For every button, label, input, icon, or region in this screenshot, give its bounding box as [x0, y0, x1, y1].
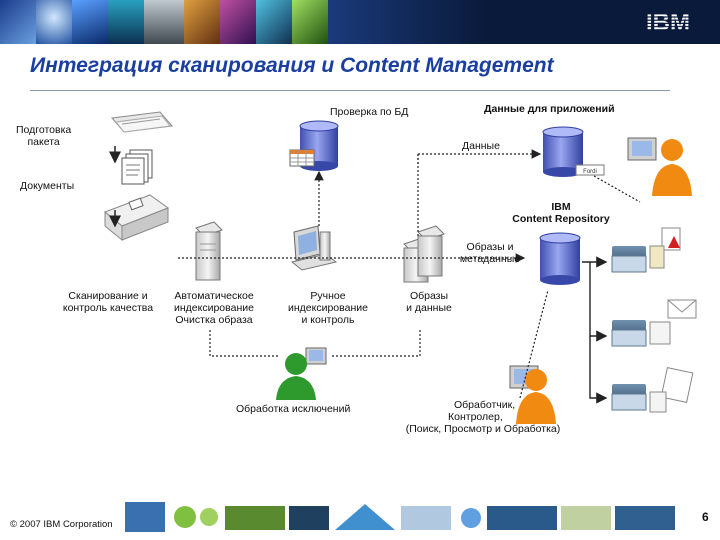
documents-pile-icon: [111, 111, 173, 133]
label-documents: Документы: [20, 180, 75, 192]
ibm-logo: IBM: [646, 9, 690, 34]
label-line: Контролер,: [448, 411, 503, 423]
label-images-metadata: Образы и метаданные: [452, 241, 528, 265]
top-banner: IBM: [0, 0, 720, 44]
page-title: Интеграция сканирования и Content Manage…: [30, 54, 554, 77]
table-grid-icon: [289, 149, 315, 167]
label-line: Образы и: [466, 241, 514, 253]
app-data-database-icon: [542, 126, 605, 177]
label-line: Подготовка: [16, 124, 72, 136]
label-line: Ручное: [310, 290, 346, 302]
label-line: Сканирование и: [68, 290, 148, 302]
label-line: Очистка образа: [175, 314, 253, 326]
label-app-data: Данные для приложений: [484, 103, 615, 115]
connector-appdb-to-user: [593, 175, 641, 203]
folder-email-icon: [611, 299, 697, 347]
connector-handler-to-repo: [519, 289, 549, 399]
images-server-icon: [403, 225, 445, 283]
db-badge-label: Fordi: [583, 169, 597, 175]
banner-image-tile: [144, 0, 184, 44]
folder-pdf-icon: [611, 227, 681, 273]
label-db-check: Проверка по БД: [330, 106, 409, 118]
banner-image-tile: [36, 0, 72, 44]
auto-indexing-server-icon: [195, 221, 223, 281]
banner-image-tile: [184, 0, 220, 44]
banner-image-tile: [108, 0, 144, 44]
label-line: Обработчик,: [454, 399, 516, 411]
label-auto-indexing: Автоматическое индексирование Очистка об…: [160, 290, 268, 326]
banner-image-tile: [0, 0, 36, 44]
folder-documents-icon: [611, 367, 694, 413]
arrow-repo-to-folder-docs: [589, 336, 608, 404]
banner-image-tile: [292, 0, 328, 44]
label-line: индексирование: [288, 302, 368, 314]
banner-image-tile: [256, 0, 292, 44]
label-handler: Обработчик, Контролер, (Поиск, Просмотр …: [390, 399, 576, 435]
manual-indexing-workstation-icon: [290, 225, 338, 271]
label-line: (Поиск, Просмотр и Обработка): [405, 423, 561, 435]
label-line: Content Repository: [512, 213, 610, 225]
label-images-data: Образы и данные: [396, 290, 462, 314]
handler-user-icon: [516, 369, 556, 424]
label-line: и данные: [406, 302, 452, 314]
label-line: Автоматическое: [174, 290, 254, 302]
page-number: 6: [702, 510, 709, 524]
label-data: Данные: [462, 140, 500, 152]
footer-decoration: [125, 502, 675, 532]
label-exception-handling: Обработка исключений: [236, 403, 351, 415]
banner-image-tile: [220, 0, 256, 44]
copyright-notice: © 2007 IBM Corporation: [10, 519, 113, 530]
banner-image-tile: [72, 0, 108, 44]
label-line: метаданные: [459, 253, 521, 265]
title-divider: [30, 90, 670, 91]
label-line: IBM: [551, 201, 571, 213]
app-user-workstation-icon: [627, 137, 657, 161]
label-line: Образы: [409, 290, 449, 302]
connector-images-to-exceptions: [330, 330, 421, 357]
banner-background: [328, 0, 720, 44]
connector-auto-to-exceptions: [209, 330, 278, 357]
document-stack-icon: [121, 149, 153, 185]
arrow-repo-to-folder-email: [589, 262, 608, 342]
orange-user-icon: [652, 139, 692, 196]
label-content-repository: IBM Content Repository: [504, 201, 618, 225]
label-manual-indexing: Ручное индексирование и контроль: [280, 290, 376, 326]
label-line: пакета: [27, 136, 60, 148]
label-line: индексирование: [174, 302, 254, 314]
ibm-logo-text: IBM: [646, 9, 690, 34]
label-line: и контроль: [301, 314, 355, 326]
content-repository-database-icon: [539, 232, 581, 285]
exception-handler-user-icon: [276, 347, 327, 400]
label-scanning-qc: Сканирование и контроль качества: [52, 290, 164, 314]
label-line: контроль качества: [62, 302, 154, 314]
label-prepare-package: Подготовка пакета: [16, 124, 71, 148]
